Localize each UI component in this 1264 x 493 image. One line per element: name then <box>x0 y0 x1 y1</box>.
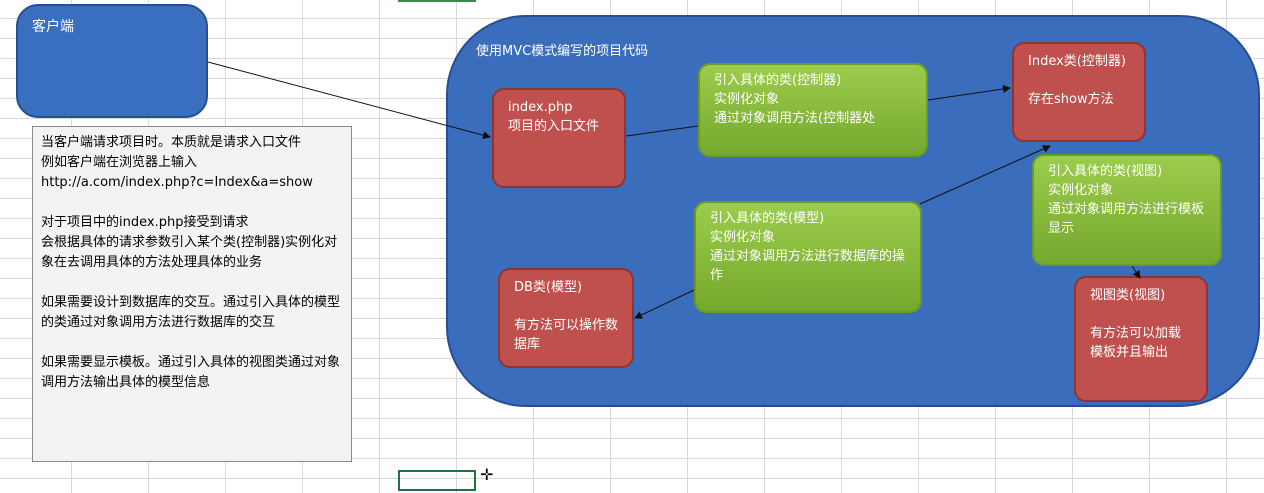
step-controller-node: 引入具体的类(控制器) 实例化对象 通过对象调用方法(控制器处 <box>698 63 928 157</box>
step-view-node: 引入具体的类(视图) 实例化对象 通过对象调用方法进行模板显示 <box>1032 154 1222 266</box>
index-php-node: index.php 项目的入口文件 <box>492 88 626 188</box>
arrow-step-model-to-db <box>634 289 695 319</box>
selected-column-marker <box>398 0 476 2</box>
selected-cell[interactable] <box>398 470 476 491</box>
step-model-node: 引入具体的类(模型) 实例化对象 通过对象调用方法进行数据库的操作 <box>694 201 922 313</box>
arrow-step-controller-to-controller <box>927 85 1011 101</box>
db-model-node: DB类(模型) 有方法可以操作数据库 <box>498 268 634 368</box>
arrow-step-view-to-view <box>1131 265 1141 279</box>
controller-class-node: Index类(控制器) 存在show方法 <box>1012 42 1146 142</box>
arrow-client-to-index <box>207 61 491 140</box>
client-box: 客户端 <box>16 4 208 118</box>
container-title: 使用MVC模式编写的项目代码 <box>476 44 649 59</box>
plus-cursor-icon: ✛ <box>480 465 494 484</box>
view-class-node: 视图类(视图) 有方法可以加载模板并且输出 <box>1074 276 1208 402</box>
explanation-note: 当客户端请求项目时。本质就是请求入口文件 例如客户端在浏览器上输入 http:/… <box>32 126 352 462</box>
arrow-step-model-to-controller <box>919 145 1051 205</box>
client-label: 客户端 <box>32 19 74 35</box>
arrow-index-to-step-controller <box>625 125 699 137</box>
